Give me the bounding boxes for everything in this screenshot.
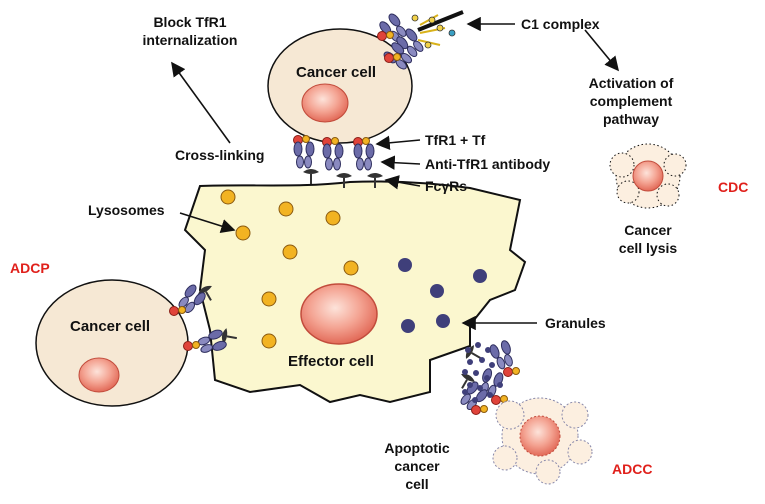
label-adcc: ADCC [612,461,652,477]
cancer-cell-top [267,28,413,144]
cdc-lysed-cell [609,143,687,209]
effector-nucleus [300,283,378,345]
cancer-cell-top-nucleus [301,83,349,123]
label-tfr1-tf: TfR1 + Tf [425,132,486,148]
granules [398,258,487,333]
lysosomes [220,189,359,349]
label-cdc: CDC [718,179,748,195]
label-effector-cell: Effector cell [288,353,374,370]
granule-release [462,342,503,403]
label-lysosomes: Lysosomes [88,202,165,218]
c1-complex [377,10,464,74]
label-granules: Granules [545,315,606,331]
label-cross-linking: Cross-linking [175,147,264,163]
arrows [171,16,620,331]
label-cancer-cell-top: Cancer cell [296,64,376,81]
label-anti-tfr1: Anti-TfR1 antibody [425,156,550,172]
label-cancer-cell-left: Cancer cell [70,318,150,335]
apoptotic-cancer-cell [492,397,593,485]
label-c1-complex: C1 complex [521,16,600,32]
label-fcgrs: FcγRs [425,178,467,194]
label-adcp: ADCP [10,260,50,276]
cancer-cell-left-nucleus [78,357,120,393]
